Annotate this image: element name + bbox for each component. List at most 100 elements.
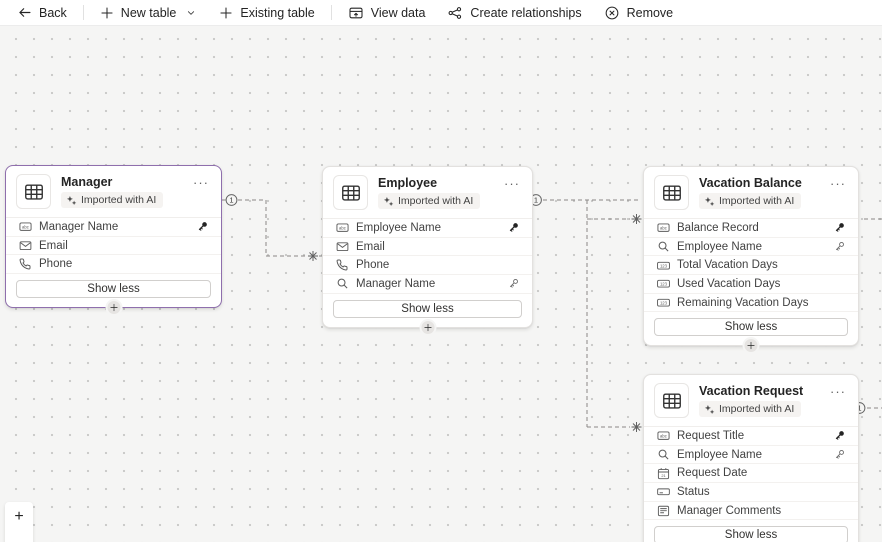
table-grid-icon (23, 181, 45, 203)
email-icon (335, 240, 349, 253)
show-less-button[interactable]: Show less (16, 280, 211, 299)
ai-badge: Imported with AI (378, 193, 481, 209)
plus-icon (219, 6, 233, 20)
text-field-icon (18, 220, 32, 233)
field-label: Status (677, 485, 710, 498)
field-row[interactable]: Request Title (644, 427, 858, 446)
one-marker: 1 (225, 194, 238, 206)
create-relationships-button[interactable]: Create relationships (436, 1, 592, 25)
field-label: Email (356, 240, 385, 253)
more-options-button[interactable]: ··· (830, 176, 846, 191)
plus-icon (747, 341, 756, 350)
field-row[interactable]: Balance Record (644, 219, 858, 238)
view-data-label: View data (370, 5, 426, 20)
new-table-label: New table (120, 5, 177, 20)
card-header: Vacation Balance Imported with AI ··· (644, 167, 858, 218)
choice-field-icon (656, 485, 670, 498)
remove-button[interactable]: Remove (593, 1, 685, 25)
many-marker-icon (631, 421, 642, 433)
field-label: Total Vacation Days (677, 259, 778, 272)
field-row[interactable]: Phone (6, 255, 221, 275)
email-icon (18, 239, 32, 252)
view-data-button[interactable]: View data (337, 1, 437, 25)
field-label: Balance Record (677, 221, 759, 234)
view-data-icon (348, 5, 364, 21)
field-row[interactable]: Remaining Vacation Days (644, 294, 858, 313)
field-row[interactable]: Email (6, 237, 221, 256)
er-diagram-canvas[interactable]: 1 1 1 Manager (0, 26, 882, 542)
zoom-in-button[interactable]: + (7, 506, 31, 528)
ai-badge-label: Imported with AI (719, 195, 795, 207)
ai-badge-label: Imported with AI (719, 403, 795, 415)
show-less-button[interactable]: Show less (333, 299, 522, 318)
field-label: Request Title (677, 429, 745, 442)
field-label: Manager Comments (677, 504, 782, 517)
primary-key-icon (832, 221, 846, 234)
ai-badge-label: Imported with AI (81, 194, 157, 206)
text-field-icon (335, 221, 349, 234)
text-field-icon (656, 221, 670, 234)
table-icon (654, 175, 689, 210)
zoom-out-button[interactable]: − (7, 534, 31, 542)
table-title: Employee (378, 176, 438, 190)
show-less-button[interactable]: Show less (654, 318, 848, 337)
phone-icon (335, 259, 349, 271)
field-list: Manager Name Email Phone (6, 217, 221, 275)
ai-badge: Imported with AI (699, 401, 802, 417)
more-options-button[interactable]: ··· (830, 384, 846, 399)
back-button[interactable]: Back (6, 1, 78, 25)
field-row[interactable]: Request Date (644, 464, 858, 484)
table-card-vacation-balance[interactable]: Vacation Balance Imported with AI ··· Ba… (643, 166, 859, 355)
table-card-vacation-request[interactable]: Vacation Request Imported with AI ··· Re… (643, 374, 859, 542)
card-header: Manager Imported with AI ··· (6, 166, 221, 217)
remove-circle-x-icon (604, 5, 620, 21)
field-row[interactable]: Manager Name (323, 275, 532, 294)
field-row[interactable]: Email (323, 238, 532, 257)
field-label: Employee Name (677, 240, 763, 253)
text-field-icon (656, 429, 670, 442)
sparkle-icon (66, 195, 77, 206)
new-table-button[interactable]: New table (89, 1, 209, 25)
sparkle-icon (383, 196, 394, 207)
number-field-icon (656, 296, 670, 309)
table-card-manager[interactable]: Manager Imported with AI ··· Manager Nam… (5, 165, 222, 317)
plus-icon (100, 6, 114, 20)
table-title: Manager (61, 175, 113, 189)
table-grid-icon (661, 182, 683, 204)
field-row[interactable]: Manager Comments (644, 502, 858, 521)
field-label: Email (39, 239, 68, 252)
many-marker-icon (307, 250, 319, 262)
field-row[interactable]: Used Vacation Days (644, 275, 858, 294)
field-list: Employee Name Email Phone Manager Name (323, 218, 532, 294)
create-relationships-label: Create relationships (470, 5, 582, 20)
more-options-button[interactable]: ··· (504, 176, 520, 191)
field-label: Used Vacation Days (677, 277, 781, 290)
field-row[interactable]: Employee Name (644, 238, 858, 257)
number-field-icon (656, 277, 670, 290)
field-row[interactable]: Status (644, 483, 858, 502)
add-field-button[interactable] (105, 299, 122, 317)
field-list: Balance Record Employee Name Total Vacat… (644, 218, 858, 313)
more-options-button[interactable]: ··· (193, 175, 209, 190)
lookup-icon (335, 277, 349, 290)
add-field-button[interactable] (419, 318, 436, 336)
field-row[interactable]: Employee Name (644, 446, 858, 465)
field-label: Employee Name (677, 448, 763, 461)
add-field-button[interactable] (742, 337, 760, 355)
primary-key-icon (195, 220, 209, 233)
many-marker-icon (631, 213, 642, 225)
field-row[interactable]: Total Vacation Days (644, 256, 858, 276)
table-title: Vacation Request (699, 384, 804, 398)
ai-badge-label: Imported with AI (398, 195, 474, 207)
toolbar-divider (82, 5, 84, 20)
field-row[interactable]: Employee Name (323, 219, 532, 238)
show-less-button[interactable]: Show less (654, 526, 848, 542)
zoom-controls: + − (5, 502, 33, 542)
field-row[interactable]: Manager Name (6, 218, 221, 237)
existing-table-button[interactable]: Existing table (208, 1, 325, 25)
field-label: Request Date (677, 467, 748, 480)
table-card-employee[interactable]: Employee Imported with AI ··· Employee N… (322, 166, 533, 336)
back-arrow-icon (17, 5, 32, 20)
field-label: Employee Name (356, 221, 442, 234)
field-row[interactable]: Phone (323, 256, 532, 276)
